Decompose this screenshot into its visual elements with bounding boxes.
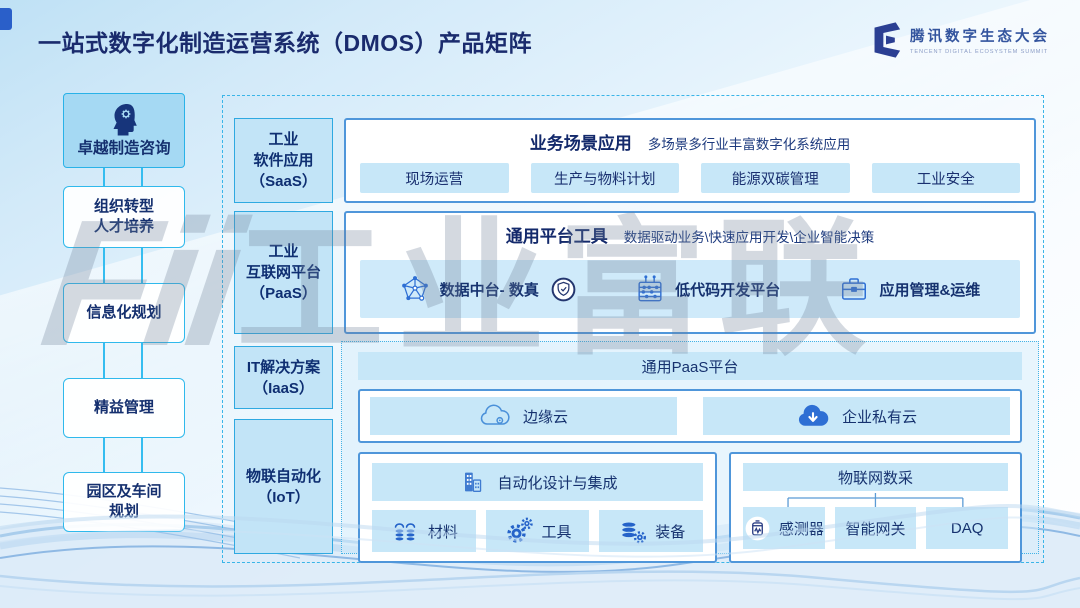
daq-tree-connector bbox=[787, 493, 964, 507]
flow-box-lean: 精益管理 bbox=[63, 378, 185, 438]
gears-icon bbox=[506, 517, 533, 543]
paas-item-label: 数据中台- 数真 bbox=[439, 281, 539, 299]
head-gear-icon bbox=[113, 103, 137, 136]
factory-icon bbox=[464, 472, 481, 492]
consulting-flow: 卓越制造咨询 组织转型 人才培养 信息化规划 精益管理 园区及车间 规划 bbox=[63, 93, 185, 532]
tencent-summit-logo-icon bbox=[874, 22, 901, 58]
iaas-iot-container: 通用PaaS平台 边缘云 bbox=[341, 341, 1039, 563]
material-label: 材料 bbox=[427, 523, 458, 541]
consult-box: 卓越制造咨询 bbox=[63, 93, 185, 168]
saas-row-title: 业务场景应用 bbox=[529, 134, 632, 153]
flow-connector bbox=[63, 168, 185, 186]
tool-chip: 工具 bbox=[485, 510, 590, 552]
automation-header-label: 自动化设计与集成 bbox=[497, 474, 618, 492]
seal-badge-icon bbox=[551, 277, 576, 301]
equipment-icon bbox=[621, 521, 647, 544]
sensor-icon bbox=[745, 516, 770, 540]
brand-logo: 腾讯数字生态大会 TENCENT DIGITAL ECOSYSTEM SUMMI… bbox=[871, 22, 1050, 58]
page-title: 一站式数字化制造运营系统（DMOS）产品矩阵 bbox=[38, 30, 532, 56]
flow-connector bbox=[63, 343, 185, 378]
paas-row-title: 通用平台工具 bbox=[505, 227, 608, 246]
iot-daq-header: 物联网数采 bbox=[743, 463, 1008, 491]
flow-box-talent: 组织转型 人才培养 bbox=[63, 186, 185, 248]
equipment-chip: 装备 bbox=[599, 510, 704, 552]
flow-box-campus: 园区及车间 规划 bbox=[63, 472, 185, 532]
toolbox-icon bbox=[842, 278, 867, 300]
paas-item-data-platform: 数据中台- 数真 bbox=[400, 274, 576, 304]
edge-cloud-chip: 边缘云 bbox=[370, 397, 677, 435]
tool-label: 工具 bbox=[541, 523, 572, 541]
sensor-label: 感测器 bbox=[778, 520, 824, 538]
saas-chip-production-material: 生产与物料计划 bbox=[530, 163, 679, 193]
paas-item-label: 应用管理&运维 bbox=[879, 281, 981, 299]
flow-connector bbox=[63, 248, 185, 283]
saas-chip-industrial-safety: 工业安全 bbox=[871, 163, 1020, 193]
saas-row-subtitle: 多场景多行业丰富数字化系统应用 bbox=[647, 137, 851, 152]
corner-accent bbox=[0, 8, 12, 30]
private-cloud-label: 企业私有云 bbox=[841, 408, 917, 426]
layer-label-paas: 工业 互联网平台 （PaaS） bbox=[234, 211, 333, 334]
clouds-box: 边缘云 企业私有云 bbox=[358, 389, 1022, 443]
automation-header-chip: 自动化设计与集成 bbox=[372, 463, 704, 501]
data-network-icon bbox=[401, 276, 428, 301]
saas-row: 业务场景应用 多场景多行业丰富数字化系统应用 现场运营 生产与物料计划 能源双碳… bbox=[344, 118, 1036, 203]
paas-item-lowcode: 低代码开发平台 bbox=[635, 274, 780, 304]
consult-label: 卓越制造咨询 bbox=[77, 139, 171, 157]
abacus-icon bbox=[638, 275, 662, 302]
edge-cloud-label: 边缘云 bbox=[522, 408, 568, 426]
saas-chip-energy-carbon: 能源双碳管理 bbox=[701, 163, 850, 193]
equipment-label: 装备 bbox=[655, 523, 686, 541]
layer-label-iaas: IT解决方案 （IaaS） bbox=[234, 346, 333, 409]
automation-box: 自动化设计与集成 bbox=[358, 452, 718, 563]
layer-label-iot: 物联自动化 （IoT） bbox=[234, 419, 333, 554]
brand-name-cn: 腾讯数字生态大会 bbox=[910, 29, 1050, 45]
brand-name-en: TENCENT DIGITAL ECOSYSTEM SUMMIT bbox=[910, 49, 1049, 55]
coils-icon bbox=[394, 523, 416, 542]
sensor-chip: 感测器 bbox=[743, 507, 825, 549]
paas-item-label: 低代码开发平台 bbox=[675, 281, 781, 299]
product-matrix: 工业 软件应用 （SaaS） 工业 互联网平台 （PaaS） IT解决方案 （I… bbox=[222, 95, 1044, 563]
flow-connector bbox=[63, 438, 185, 472]
edge-cloud-icon bbox=[480, 404, 510, 425]
gateway-chip: 智能网关 bbox=[834, 507, 917, 549]
iot-daq-box: 物联网数采 bbox=[729, 452, 1022, 563]
paas-item-app-ops: 应用管理&运维 bbox=[839, 274, 980, 304]
material-chip: 材料 bbox=[372, 510, 476, 552]
flow-box-informatization: 信息化规划 bbox=[63, 283, 185, 343]
paas-row-subtitle: 数据驱动业务\快速应用开发\企业智能决策 bbox=[623, 230, 875, 245]
layer-label-saas: 工业 软件应用 （SaaS） bbox=[234, 118, 333, 203]
paas-row: 通用平台工具 数据驱动业务\快速应用开发\企业智能决策 bbox=[344, 211, 1036, 334]
private-cloud-icon bbox=[798, 404, 829, 426]
daq-chip: DAQ bbox=[926, 507, 1008, 549]
generic-paas-band: 通用PaaS平台 bbox=[358, 352, 1022, 380]
saas-chip-site-operation: 现场运营 bbox=[360, 163, 509, 193]
private-cloud-chip: 企业私有云 bbox=[703, 397, 1010, 435]
